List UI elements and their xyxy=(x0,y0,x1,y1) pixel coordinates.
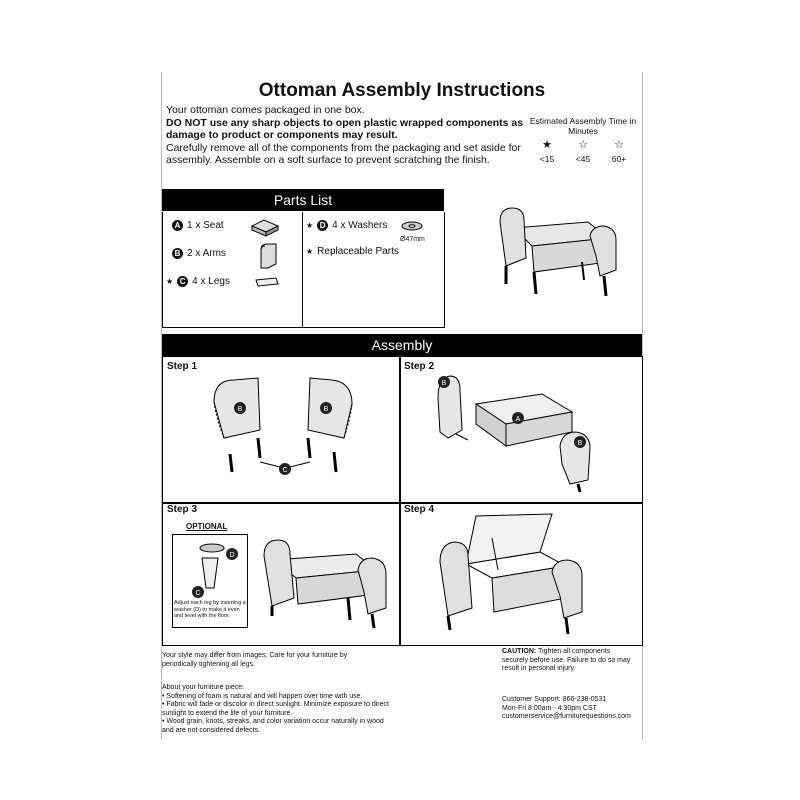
caution-text: Tighten all components securely before u… xyxy=(502,648,631,672)
estimated-time-label: Estimated Assembly Time in Minutes xyxy=(529,116,637,136)
rating-labels: <15 <45 60+ xyxy=(527,154,639,164)
support-email[interactable]: customerservice@furniturequestions.com xyxy=(502,713,631,720)
intro-warning: DO NOT use any sharp objects to open pla… xyxy=(166,116,524,142)
washer-size: Ø47mm xyxy=(400,236,425,243)
label-c-icon: C xyxy=(177,276,189,287)
step-1-label: Step 1 xyxy=(167,361,198,372)
svg-text:A: A xyxy=(516,416,521,423)
replaceable-note: ★ Replaceable Parts xyxy=(306,246,399,257)
time-option: <45 xyxy=(575,154,591,164)
step-1-panel xyxy=(162,356,401,504)
leg-part-icon xyxy=(255,277,279,287)
svg-text:B: B xyxy=(578,440,583,447)
step-1-illustration: B B C xyxy=(213,377,353,475)
svg-text:D: D xyxy=(229,552,234,559)
seat-part-icon xyxy=(250,219,280,237)
time-option: 60+ xyxy=(611,154,627,164)
step-3-illustration xyxy=(263,539,387,629)
svg-text:C: C xyxy=(282,467,287,474)
caution-block: CAUTION: Tighten all components securely… xyxy=(502,648,638,674)
optional-leg-illustration: D C xyxy=(192,543,238,598)
part-legs: ★ C 4 x Legs xyxy=(166,276,230,287)
star-empty-icon: ☆ xyxy=(614,139,624,151)
page-title: Ottoman Assembly Instructions xyxy=(258,80,546,101)
optional-note: Adjust each leg by inserting a washer (D… xyxy=(174,600,246,619)
arm-part-icon xyxy=(260,243,277,269)
step-2-label: Step 2 xyxy=(404,361,435,372)
step-4-panel xyxy=(399,502,643,646)
star-filled-icon: ★ xyxy=(542,139,552,151)
star-empty-icon: ☆ xyxy=(578,139,588,151)
label-d-icon: D xyxy=(317,220,329,231)
ottoman-illustration xyxy=(499,207,617,297)
label-a-icon: A xyxy=(172,220,183,231)
step-2-panel xyxy=(399,356,643,504)
optional-detail-box xyxy=(172,534,248,628)
estimated-time: Estimated Assembly Time in Minutes ★ ☆ ☆… xyxy=(527,116,639,164)
part-seat: A 1 x Seat xyxy=(172,220,224,231)
svg-text:B: B xyxy=(442,380,447,387)
replaceable-star-icon: ★ xyxy=(166,277,174,286)
support-phone: Customer Support: 866-238-0531 xyxy=(502,696,607,703)
parts-divider xyxy=(302,212,303,327)
step-4-label: Step 4 xyxy=(404,504,435,515)
optional-label: OPTIONAL xyxy=(186,522,228,531)
style-note: Your style may differ from images. Care … xyxy=(162,652,348,668)
replaceable-star-icon: ★ xyxy=(306,221,314,230)
label-b-icon: B xyxy=(172,248,183,259)
instruction-sheet: Ottoman Assembly Instructions Your ottom… xyxy=(161,72,643,740)
svg-text:B: B xyxy=(324,406,329,413)
assembly-header: Assembly xyxy=(162,334,642,356)
about-bullet: • Fabric will fade or discolor in direct… xyxy=(162,701,389,717)
parts-list-box xyxy=(162,212,445,328)
replaceable-star-icon: ★ xyxy=(306,247,314,256)
about-title: About your furniture piece: xyxy=(162,684,245,691)
intro-text: Your ottoman comes packaged in one box. … xyxy=(166,104,526,167)
svg-text:C: C xyxy=(195,590,200,597)
part-arms: B 2 x Arms xyxy=(172,248,226,259)
intro-line-3: Carefully remove all of the components f… xyxy=(166,141,521,167)
caution-label: CAUTION: xyxy=(502,648,537,655)
intro-line-1: Your ottoman comes packaged in one box. xyxy=(166,104,365,116)
time-option: <15 xyxy=(539,154,555,164)
step-3-label: Step 3 xyxy=(167,504,198,515)
about-furniture: About your furniture piece: • Softening … xyxy=(162,684,392,735)
rating-stars: ★ ☆ ☆ xyxy=(527,139,639,151)
washer-part-icon xyxy=(401,221,423,231)
step-3-panel xyxy=(162,502,401,646)
about-bullet: • Wood grain, knots, streaks, and color … xyxy=(162,718,384,734)
support-hours: Mon-Fri 8:00am - 4:30pm CST xyxy=(502,704,597,712)
step-4-illustration xyxy=(439,513,583,635)
svg-text:B: B xyxy=(238,406,243,413)
step-2-illustration: A B B xyxy=(437,375,591,493)
support-block: Customer Support: 866-238-0531 Mon-Fri 8… xyxy=(502,696,642,722)
about-bullet: • Softening of foam is natural and will … xyxy=(162,692,363,700)
parts-list-header: Parts List xyxy=(162,189,444,211)
part-washers: ★ D 4 x Washers xyxy=(306,220,388,231)
